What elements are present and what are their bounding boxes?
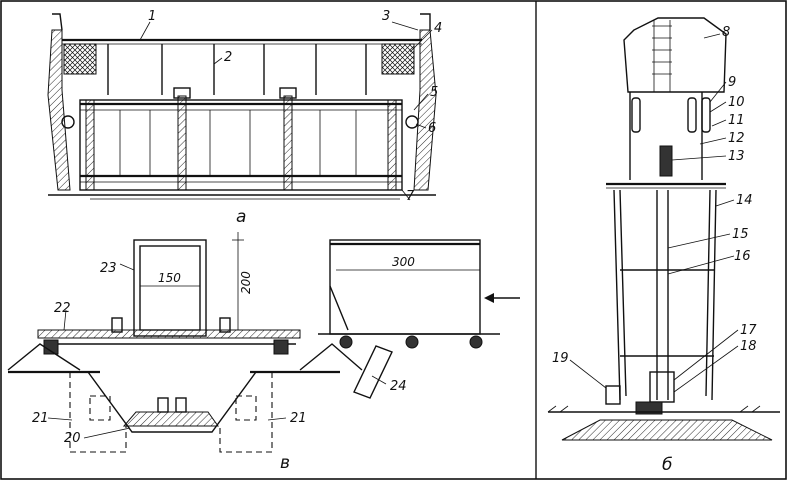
callout-19: 19	[552, 351, 569, 366]
callout-15: 15	[732, 227, 749, 242]
callout-16: 16	[734, 249, 751, 264]
callout-22: 22	[54, 301, 71, 316]
dimension-300: 300	[392, 255, 415, 269]
callout-20: 20	[64, 431, 81, 446]
callout-1: 1	[148, 9, 156, 24]
callout-21-left: 21	[32, 411, 49, 426]
callout-11: 11	[728, 113, 745, 128]
callout-3: 3	[382, 9, 390, 24]
callout-12: 12	[728, 131, 745, 146]
callout-23: 23	[100, 261, 117, 276]
dimension-labels: 150 200 300	[158, 255, 415, 294]
callout-8: 8	[722, 25, 730, 40]
callout-7: 7	[406, 189, 415, 204]
callout-14: 14	[736, 193, 753, 208]
callout-6: 6	[428, 121, 436, 136]
callout-labels: 1 2 3 4 5 6 7 8 9 10 11 12 13 14 15 16 1…	[32, 9, 757, 446]
callout-17: 17	[740, 323, 757, 338]
callout-18: 18	[740, 339, 757, 354]
callout-4: 4	[434, 21, 442, 36]
callout-21-right: 21	[290, 411, 307, 426]
subfigure-label-a: а	[236, 207, 246, 227]
callout-13: 13	[728, 149, 745, 164]
callout-5: 5	[430, 85, 438, 100]
subfigure-label-v: в	[280, 453, 290, 473]
subfigure-label-b: б	[662, 455, 672, 475]
callout-9: 9	[728, 75, 736, 90]
panel-b-vertical-section	[547, 17, 780, 441]
panel-v-transport-section	[7, 232, 520, 453]
callout-10: 10	[728, 95, 745, 110]
callout-2: 2	[224, 50, 232, 65]
panel-a-cross-section	[47, 13, 437, 201]
callout-24: 24	[390, 379, 407, 394]
dimension-150: 150	[158, 271, 181, 285]
dimension-200: 200	[239, 271, 253, 294]
subfigure-labels: а б в	[236, 207, 672, 475]
